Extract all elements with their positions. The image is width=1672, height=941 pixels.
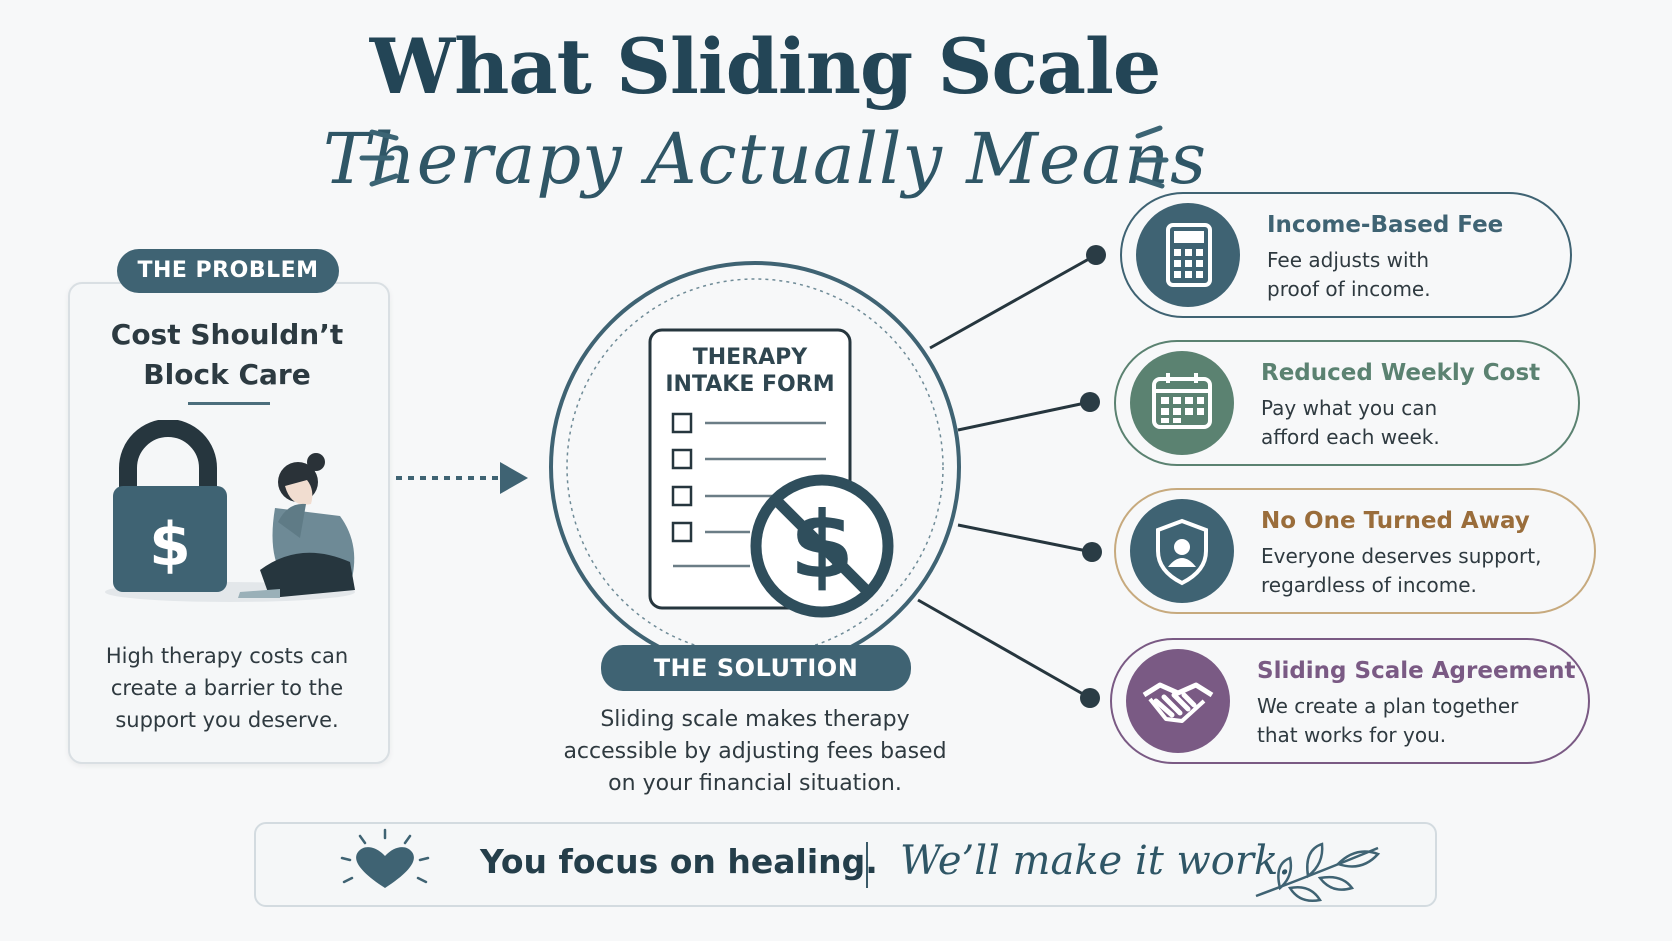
benefit-title: No One Turned Away <box>1261 508 1530 534</box>
arrow-right-icon <box>396 462 528 494</box>
benefit-card-sliding-scale-agreement: Sliding Scale Agreement We create a plan… <box>1110 638 1590 764</box>
page-title: What Sliding Scale <box>369 22 1162 111</box>
problem-divider <box>188 402 270 405</box>
no-dollar-icon: $ <box>750 474 894 618</box>
heart-icon <box>340 828 430 888</box>
handshake-icon <box>1126 649 1230 753</box>
banner-right-script: We’ll make it work. <box>900 838 1291 884</box>
solution-label: THE SOLUTION <box>601 645 911 691</box>
left-sparkle-icon <box>359 129 399 187</box>
right-sparkle-icon <box>1135 125 1169 189</box>
benefit-title: Reduced Weekly Cost <box>1261 360 1541 386</box>
problem-label: THE PROBLEM <box>117 249 339 293</box>
problem-heading: Cost Shouldn’t Block Care <box>110 318 344 391</box>
connector-lines <box>917 253 1097 700</box>
problem-description: High therapy costs can create a barrier … <box>105 644 349 732</box>
banner-left-text: You focus on healing. <box>480 842 878 881</box>
benefit-title: Sliding Scale Agreement <box>1257 658 1576 684</box>
banner-divider <box>866 842 868 888</box>
form-title: THERAPY INTAKE FORM <box>665 345 835 397</box>
dollar-lock-icon: $ <box>113 420 227 592</box>
sad-person-icon <box>238 453 355 598</box>
solution-description: Sliding scale makes therapy accessible b… <box>563 707 947 796</box>
benefit-description: Everyone deserves support,regardless of … <box>1261 544 1542 597</box>
bottom-banner <box>254 822 1437 907</box>
calendar-icon <box>1130 351 1234 455</box>
connector-dots <box>1080 245 1106 708</box>
leaf-branch-icon <box>1255 842 1381 902</box>
lock-dollar-sign: $ <box>149 510 191 580</box>
benefit-card-no-one-turned-away: No One Turned Away Everyone deserves sup… <box>1114 488 1596 614</box>
page-subtitle-script: Therapy Actually Means <box>322 118 1208 200</box>
benefit-title: Income-Based Fee <box>1267 212 1504 238</box>
lock-and-person-illustration: $ <box>105 420 355 602</box>
calculator-icon <box>1136 203 1240 307</box>
shield-person-icon <box>1130 499 1234 603</box>
